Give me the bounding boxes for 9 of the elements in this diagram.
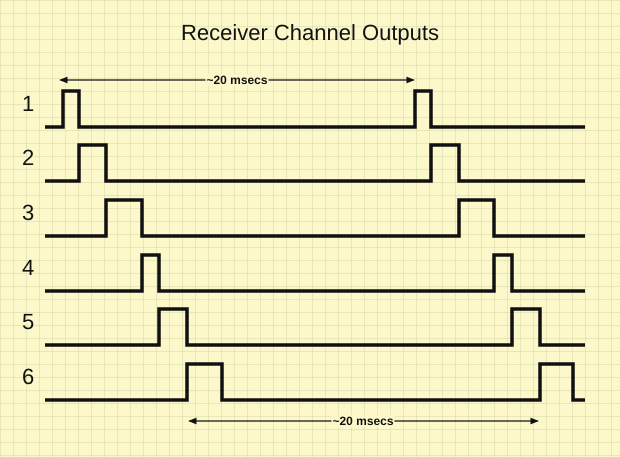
- channel-number: 3: [22, 202, 34, 224]
- dimension-label: ~20 msecs: [331, 415, 395, 427]
- dimension-label: ~20 msecs: [205, 74, 269, 86]
- channel-number: 4: [22, 257, 34, 279]
- channel-number: 5: [22, 311, 34, 333]
- diagram-title: Receiver Channel Outputs: [180, 20, 440, 46]
- channel-number: 6: [22, 366, 34, 388]
- channel-number: 2: [22, 147, 34, 169]
- channel-number: 1: [22, 93, 34, 115]
